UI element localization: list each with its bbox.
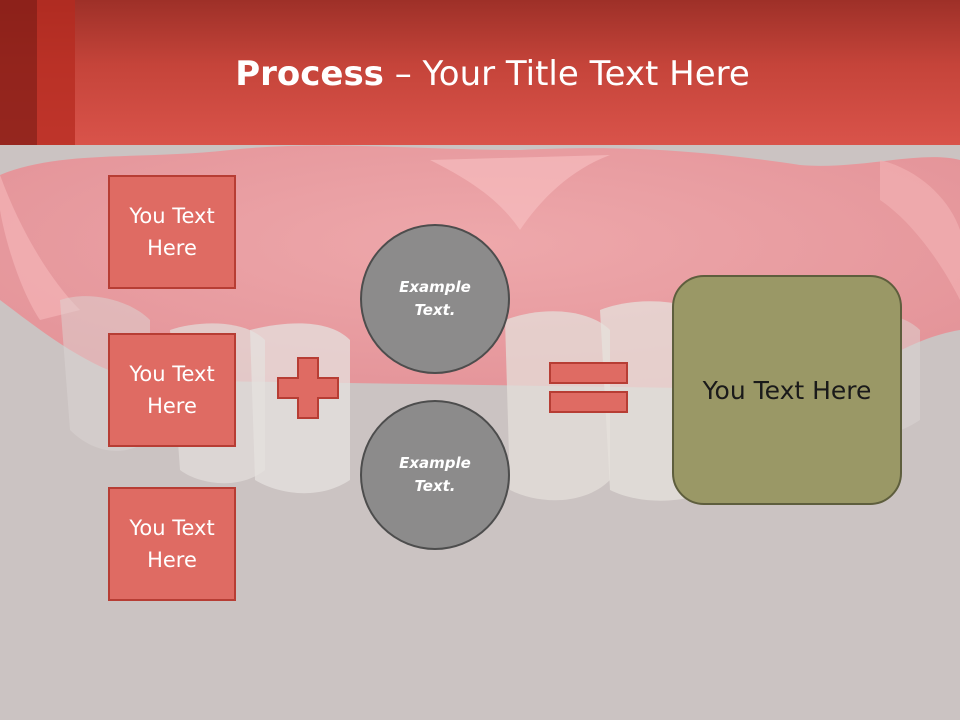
title-bold: Process: [235, 54, 384, 94]
example-circle-2: Example Text.: [360, 400, 510, 550]
plus-icon: [277, 357, 339, 419]
example-circle-1: Example Text.: [360, 224, 510, 374]
header-accent-strip-2: [37, 0, 75, 145]
header-bar: Process – Your Title Text Here: [0, 0, 960, 145]
input-box-3: You Text Here: [108, 487, 236, 601]
title-rest: – Your Title Text Here: [383, 54, 750, 94]
input-box-1: You Text Here: [108, 175, 236, 289]
header-accent-strip: [0, 0, 37, 145]
input-box-2: You Text Here: [108, 333, 236, 447]
result-box: You Text Here: [672, 275, 902, 505]
equals-icon: [549, 362, 628, 413]
slide-title: Process – Your Title Text Here: [0, 52, 960, 96]
